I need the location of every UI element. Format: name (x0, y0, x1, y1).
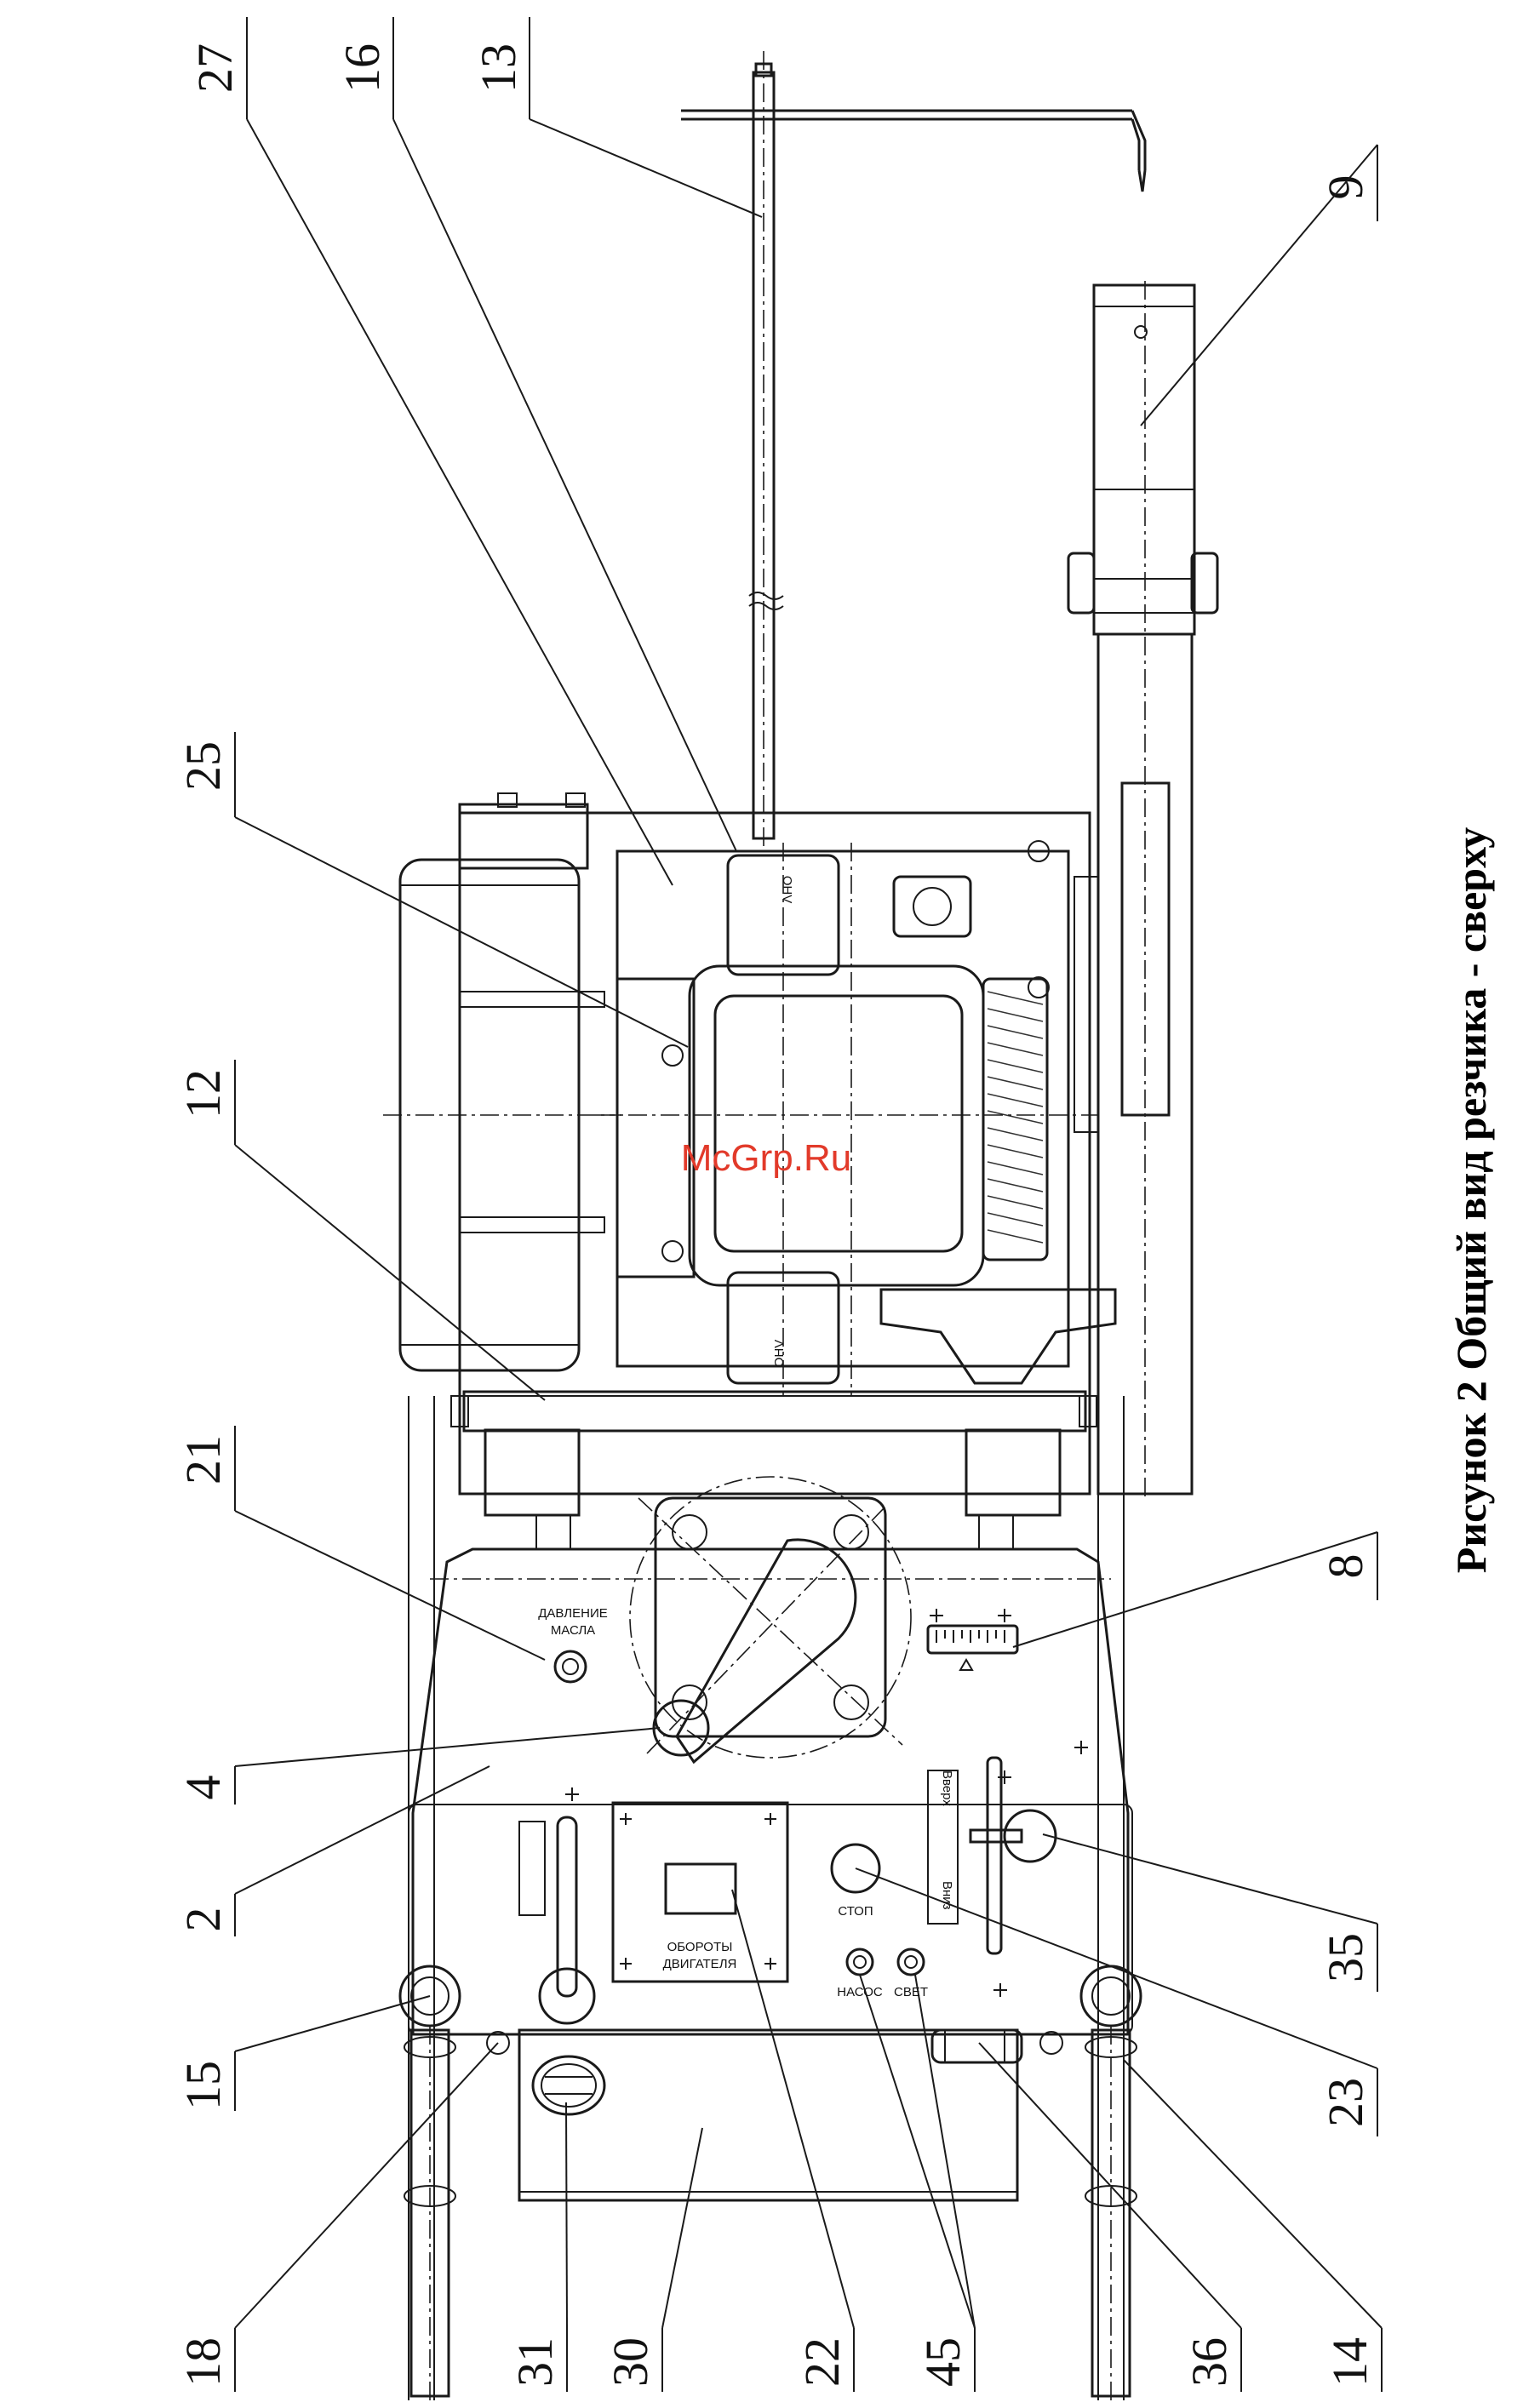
callout-9: 9 (1318, 175, 1373, 200)
callout-45: 45 (915, 2337, 970, 2387)
rpm-label-2: ДВИГАТЕЛЯ (663, 1957, 737, 1971)
engine-brand-bottom: OHV (772, 1340, 787, 1368)
engine: OHV OHV (596, 841, 1098, 1396)
watermark: McGrp.Ru (681, 1137, 851, 1179)
water-fill-cap[interactable] (533, 2056, 604, 2114)
callout-4: 4 (175, 1776, 231, 1800)
oil-pressure-gauge: ДАВЛЕНИЕ МАСЛА (538, 1606, 607, 1682)
rpm-label-1: ОБОРОТЫ (667, 1940, 733, 1954)
drive-plate (630, 1477, 911, 1762)
mounting-blocks (485, 1430, 1060, 1549)
light-label: СВЕТ (894, 1985, 928, 1999)
cross-beam (451, 1392, 1096, 1431)
pump-toggle[interactable]: НАСОС (837, 1949, 883, 1999)
callout-2: 2 (175, 1908, 231, 1932)
callout-15: 15 (175, 2061, 231, 2110)
leader-lines (235, 119, 1382, 2328)
callout-23: 23 (1318, 2078, 1373, 2127)
callouts-right: 9 8 35 23 (1318, 175, 1373, 2128)
feeler-rod (749, 51, 783, 851)
pump-label: НАСОС (837, 1985, 883, 1999)
throttle-lever[interactable] (519, 1817, 594, 2023)
collector-funnel (881, 1290, 1115, 1383)
stop-label: СТОП (838, 1904, 873, 1919)
lever-down-label: Вниз (940, 1881, 954, 1910)
callout-22: 22 (794, 2337, 850, 2387)
depth-scale (928, 1626, 1017, 1670)
figure-caption: Рисунок 2 Общий вид резчика - сверху (1447, 827, 1495, 1573)
callout-27: 27 (187, 43, 243, 93)
raise-lower-lever[interactable]: Вверх Вниз (928, 1758, 1056, 1953)
callout-18: 18 (175, 2337, 231, 2387)
callout-14: 14 (1322, 2337, 1377, 2387)
callout-12: 12 (175, 1069, 231, 1118)
lever-up-label: Вверх (940, 1770, 954, 1806)
fuel-tank (383, 793, 621, 1370)
callout-36: 36 (1182, 2337, 1237, 2387)
callout-31: 31 (507, 2337, 563, 2387)
callout-30: 30 (603, 2337, 658, 2387)
callout-21: 21 (175, 1435, 231, 1484)
oil-pressure-label-1: ДАВЛЕНИЕ (538, 1606, 607, 1621)
light-toggle[interactable]: СВЕТ (894, 1949, 928, 1999)
stop-button[interactable]: СТОП (832, 1845, 879, 1919)
pointer-rod (681, 111, 1145, 192)
engine-brand-top: OHV (780, 876, 794, 904)
callout-8: 8 (1318, 1554, 1373, 1579)
rpm-meter: ОБОРОТЫ ДВИГАТЕЛЯ (613, 1803, 787, 1982)
oil-pressure-label-2: МАСЛА (551, 1623, 595, 1638)
callout-25: 25 (175, 741, 231, 791)
callout-16: 16 (335, 43, 390, 93)
callout-35: 35 (1318, 1933, 1373, 1982)
callout-13: 13 (471, 43, 526, 93)
